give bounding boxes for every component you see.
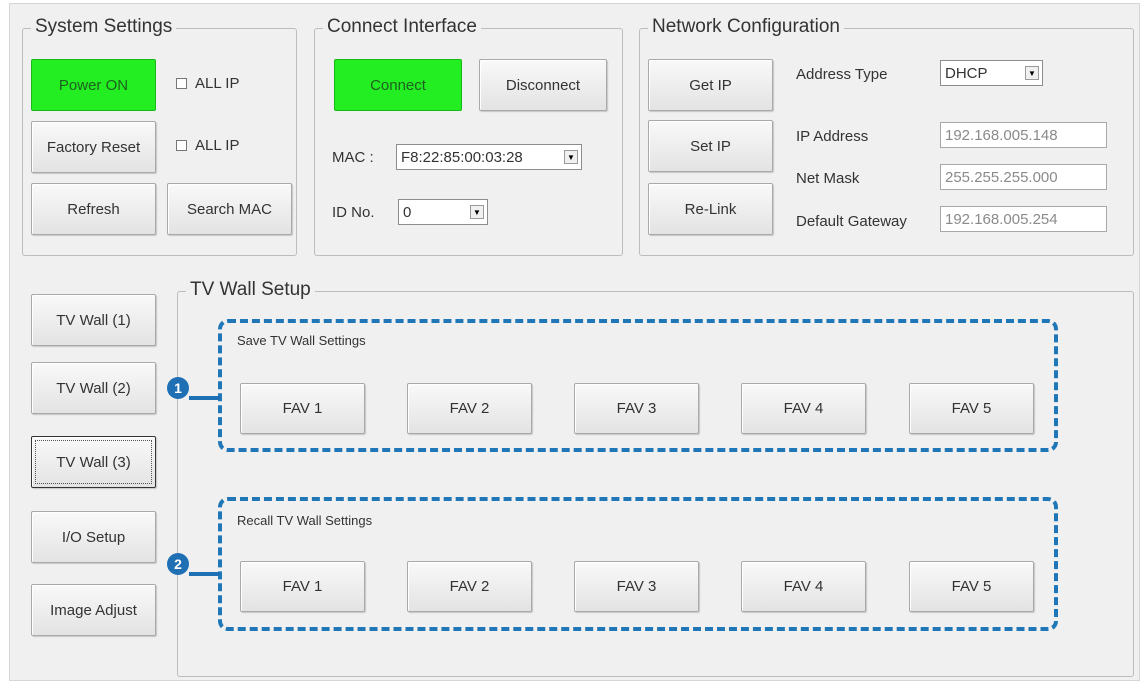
callout-connector-2 — [189, 572, 220, 576]
get-ip-button[interactable]: Get IP — [648, 59, 773, 111]
tv-wall-setup-title: TV Wall Setup — [186, 279, 315, 301]
mac-label: MAC : — [332, 149, 374, 166]
chevron-down-icon[interactable]: ▼ — [470, 205, 484, 219]
connect-interface-title: Connect Interface — [323, 16, 481, 38]
save-fav-4-button[interactable]: FAV 4 — [741, 383, 866, 434]
save-fav-3-button[interactable]: FAV 3 — [574, 383, 699, 434]
system-settings-group: System Settings — [22, 16, 297, 256]
save-fav-1-button[interactable]: FAV 1 — [240, 383, 365, 434]
recall-fav-4-button[interactable]: FAV 4 — [741, 561, 866, 612]
sidebar-item-image-adjust[interactable]: Image Adjust — [31, 584, 156, 636]
save-fav-5-button[interactable]: FAV 5 — [909, 383, 1034, 434]
tv-wall-setup-group: TV Wall Setup — [177, 279, 1134, 677]
address-type-value: DHCP — [945, 64, 988, 82]
save-tv-wall-settings-label: Save TV Wall Settings — [237, 333, 366, 348]
mac-select[interactable]: F8:22:85:00:03:28 ▼ — [396, 144, 582, 170]
set-ip-button[interactable]: Set IP — [648, 120, 773, 172]
search-mac-button[interactable]: Search MAC — [167, 183, 292, 235]
sidebar-item-tv-wall-2[interactable]: TV Wall (2) — [31, 362, 156, 414]
default-gateway-field[interactable]: 192.168.005.254 — [940, 206, 1107, 232]
all-ip-checkbox-2[interactable]: ALL IP — [176, 137, 239, 154]
recall-tv-wall-settings-label: Recall TV Wall Settings — [237, 513, 373, 528]
recall-fav-3-button[interactable]: FAV 3 — [574, 561, 699, 612]
chevron-down-icon[interactable]: ▼ — [564, 150, 578, 164]
disconnect-button[interactable]: Disconnect — [479, 59, 607, 111]
ip-address-field[interactable]: 192.168.005.148 — [940, 122, 1107, 148]
refresh-button[interactable]: Refresh — [31, 183, 156, 235]
checkbox-box[interactable] — [176, 140, 187, 151]
recall-fav-1-button[interactable]: FAV 1 — [240, 561, 365, 612]
network-configuration-group: Network Configuration — [639, 16, 1134, 256]
net-mask-field[interactable]: 255.255.255.000 — [940, 164, 1107, 190]
callout-connector-1 — [189, 396, 220, 400]
default-gateway-label: Default Gateway — [796, 213, 907, 230]
recall-fav-5-button[interactable]: FAV 5 — [909, 561, 1034, 612]
connect-interface-group: Connect Interface — [314, 16, 623, 256]
save-fav-2-button[interactable]: FAV 2 — [407, 383, 532, 434]
mac-value: F8:22:85:00:03:28 — [401, 148, 523, 166]
address-type-label: Address Type — [796, 66, 888, 83]
save-section-highlight — [218, 319, 1058, 452]
id-no-label: ID No. — [332, 204, 375, 221]
sidebar-item-io-setup[interactable]: I/O Setup — [31, 511, 156, 563]
net-mask-label: Net Mask — [796, 170, 860, 187]
ip-address-label: IP Address — [796, 128, 869, 145]
recall-fav-2-button[interactable]: FAV 2 — [407, 561, 532, 612]
recall-section-highlight — [218, 497, 1058, 631]
callout-badge-1: 1 — [167, 377, 189, 399]
all-ip-checkbox-1[interactable]: ALL IP — [176, 75, 239, 92]
callout-badge-2: 2 — [167, 553, 189, 575]
network-configuration-title: Network Configuration — [648, 16, 844, 38]
connect-button[interactable]: Connect — [334, 59, 462, 111]
chevron-down-icon[interactable]: ▼ — [1025, 66, 1039, 80]
address-type-select[interactable]: DHCP ▼ — [940, 60, 1043, 86]
all-ip-label-1: ALL IP — [195, 75, 240, 92]
sidebar-item-tv-wall-3[interactable]: TV Wall (3) — [31, 436, 156, 488]
re-link-button[interactable]: Re-Link — [648, 183, 773, 235]
checkbox-box[interactable] — [176, 78, 187, 89]
factory-reset-button[interactable]: Factory Reset — [31, 121, 156, 173]
system-settings-title: System Settings — [31, 16, 177, 38]
all-ip-label-2: ALL IP — [195, 137, 240, 154]
power-on-button[interactable]: Power ON — [31, 59, 156, 111]
id-no-select[interactable]: 0 ▼ — [398, 199, 488, 225]
id-no-value: 0 — [403, 203, 412, 221]
sidebar-item-tv-wall-1[interactable]: TV Wall (1) — [31, 294, 156, 346]
